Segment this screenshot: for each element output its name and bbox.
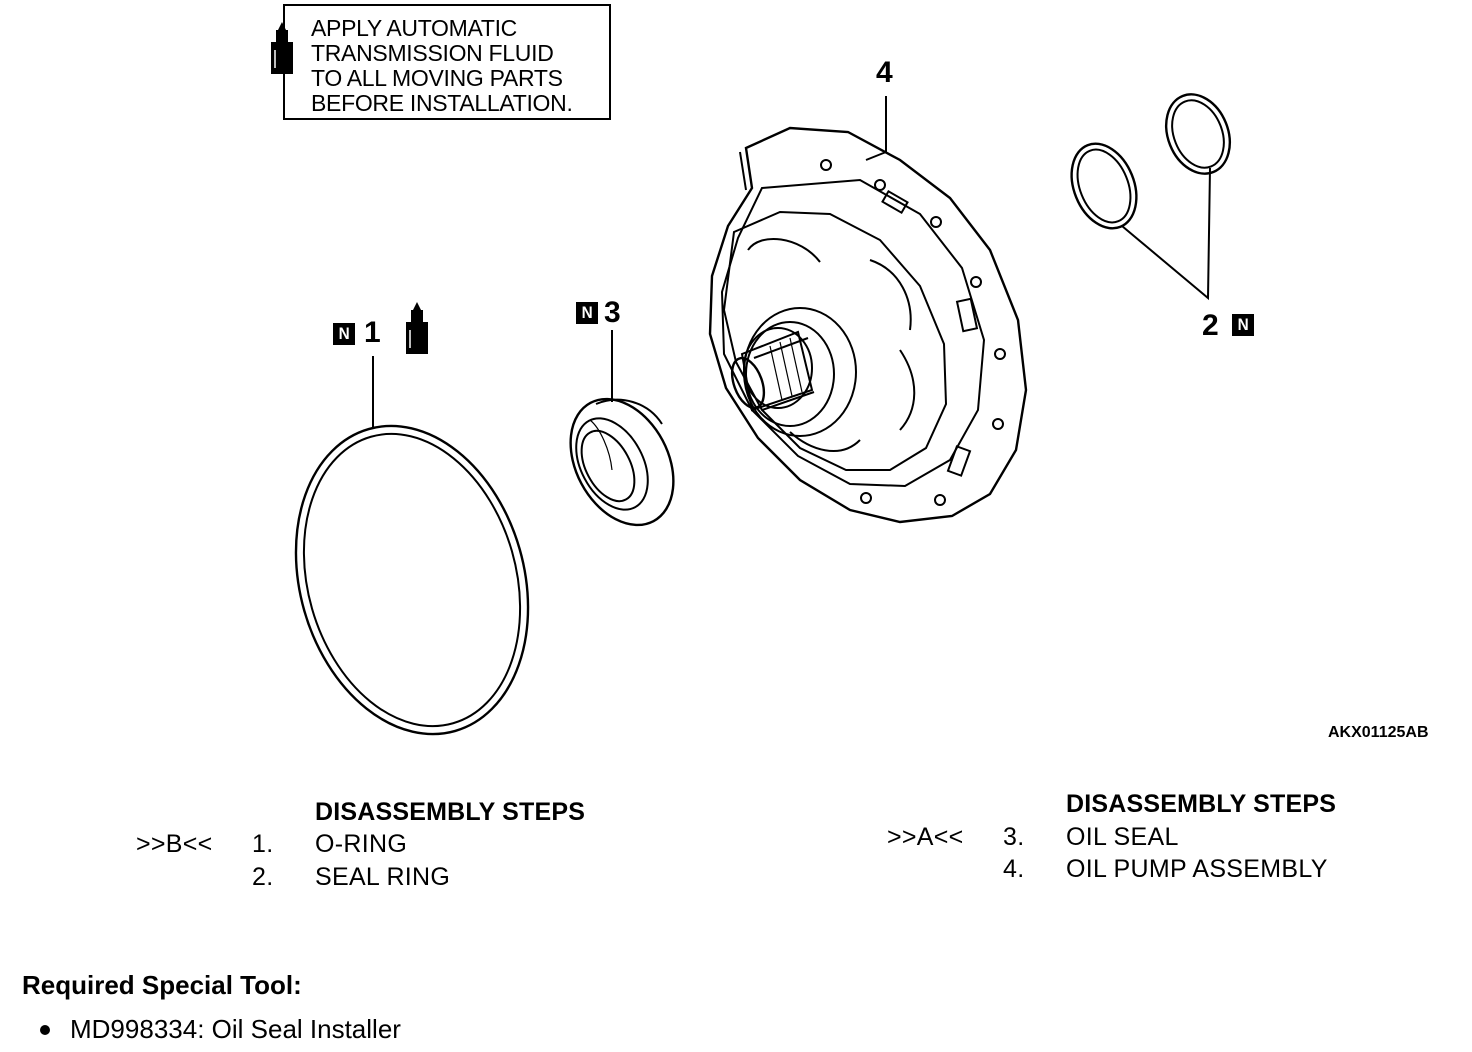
new-part-badge: N <box>1232 314 1254 336</box>
callout-3: 3 <box>604 296 621 329</box>
exploded-parts-diagram <box>271 22 1231 736</box>
figure-code: AKX01125AB <box>1328 724 1429 741</box>
leader-line-2 <box>1121 167 1211 301</box>
step-label: OIL PUMP ASSEMBLY <box>1066 855 1328 883</box>
oil-seal-part <box>569 397 675 527</box>
new-part-badge: N <box>333 323 355 345</box>
new-part-badge: N <box>576 302 598 324</box>
step-label: OIL SEAL <box>1066 823 1179 851</box>
step-label: O-RING <box>315 830 408 858</box>
bullet-icon <box>40 1025 50 1035</box>
callout-1: 1 <box>364 316 381 349</box>
steps-heading-left: DISASSEMBLY STEPS <box>315 798 586 826</box>
callout-2: 2 <box>1202 309 1219 342</box>
note-line: APPLY AUTOMATIC <box>311 15 517 41</box>
step-number: 4. <box>1003 855 1025 883</box>
note-line: TRANSMISSION FLUID <box>311 40 554 66</box>
fluid-bottle-icon-part-1 <box>406 302 428 354</box>
fluid-bottle-icon <box>271 22 293 74</box>
oil-pump-assembly-part <box>708 126 1028 524</box>
o-ring-part <box>294 424 530 736</box>
step-label: SEAL RING <box>315 863 451 891</box>
leader-line-4 <box>865 96 887 161</box>
special-tool-item: MD998334: Oil Seal Installer <box>70 1014 401 1044</box>
note-line: BEFORE INSTALLATION. <box>311 90 573 116</box>
seal-ring-parts <box>1070 93 1231 230</box>
step-number: 3. <box>1003 823 1025 851</box>
step-number: 1. <box>252 830 274 858</box>
step-number: 2. <box>252 863 274 891</box>
note-line: TO ALL MOVING PARTS <box>311 65 563 91</box>
steps-heading-right: DISASSEMBLY STEPS <box>1066 790 1337 818</box>
fluid-note-box: APPLY AUTOMATIC TRANSMISSION FLUID TO AL… <box>283 4 611 120</box>
special-tool-title: Required Special Tool: <box>22 970 302 1000</box>
step-mark: >>A<< <box>887 823 964 851</box>
callout-4: 4 <box>876 56 893 89</box>
step-mark: >>B<< <box>136 830 213 858</box>
